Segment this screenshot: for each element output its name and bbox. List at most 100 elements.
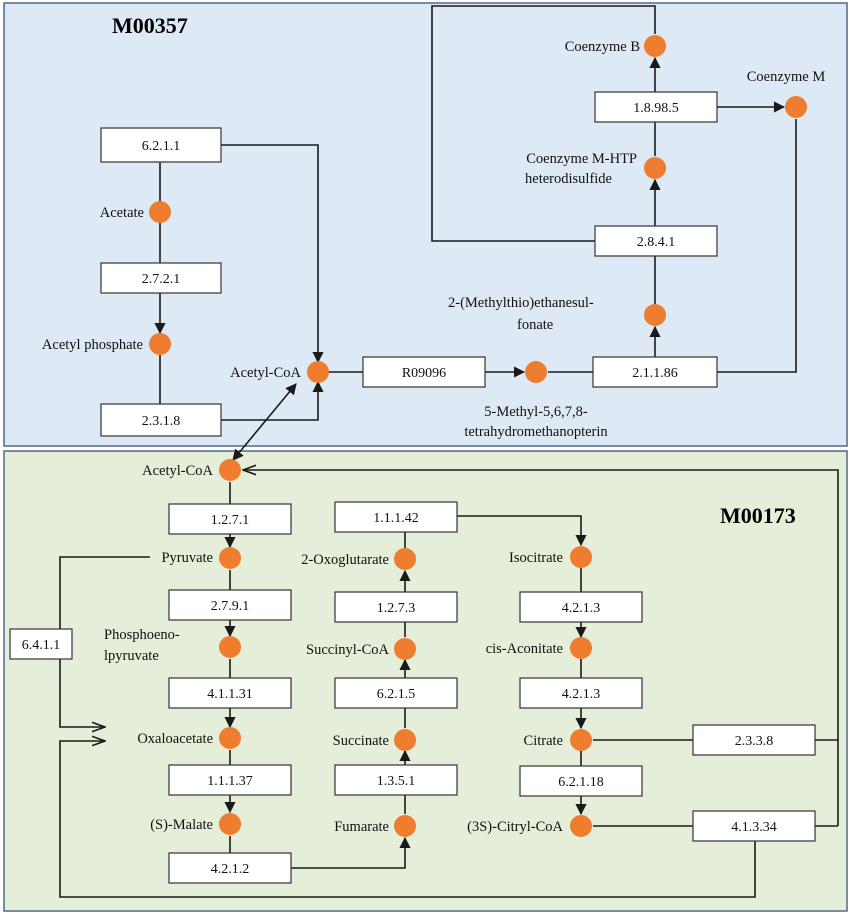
svg-text:1.2.7.3: 1.2.7.3 xyxy=(377,601,416,616)
enzyme-box: 1.2.7.3 xyxy=(334,591,458,623)
svg-text:R09096: R09096 xyxy=(402,366,446,381)
enzyme-box: 6.2.1.1 xyxy=(100,127,222,163)
edge xyxy=(59,741,756,898)
compound-label-coenzyme-b: Coenzyme B xyxy=(565,39,640,55)
compound-label-methyl-thmpt: 5-Methyl-5,6,7,8- xyxy=(484,404,588,420)
module-title-top: M00357 xyxy=(112,13,188,38)
edge xyxy=(243,470,839,826)
svg-text:6.2.1.18: 6.2.1.18 xyxy=(558,775,604,790)
edge xyxy=(431,5,656,242)
svg-text:2.3.1.8: 2.3.1.8 xyxy=(142,414,181,429)
enzyme-box: 6.4.1.1 xyxy=(9,628,73,660)
enzyme-box: 2.3.3.8 xyxy=(692,724,816,756)
compound-label-succinate: Succinate xyxy=(333,733,389,749)
svg-text:6.2.1.5: 6.2.1.5 xyxy=(377,687,416,702)
svg-text:1.2.7.1: 1.2.7.1 xyxy=(211,513,250,528)
enzyme-box: 1.8.98.5 xyxy=(594,91,718,123)
reaction-box: R09096 xyxy=(362,356,486,388)
enzyme-box: 4.1.1.31 xyxy=(168,677,292,709)
compound-node xyxy=(219,459,241,481)
compound-label-pep: Phosphoeno- xyxy=(104,627,180,643)
enzyme-box: 4.2.1.3 xyxy=(519,677,643,709)
enzyme-box: 6.2.1.5 xyxy=(334,677,458,709)
svg-text:1.1.1.37: 1.1.1.37 xyxy=(207,774,253,789)
enzyme-box: 1.1.1.42 xyxy=(334,501,458,533)
enzyme-box: 2.3.1.8 xyxy=(100,403,222,437)
svg-text:4.2.1.2: 4.2.1.2 xyxy=(211,862,250,877)
compound-label-s-malate: (S)-Malate xyxy=(150,817,213,833)
compound-node xyxy=(644,35,666,57)
compound-node xyxy=(570,815,592,837)
module-title-bottom: M00173 xyxy=(720,503,796,528)
compound-label-com-htp-heterodisulfide: heterodisulfide xyxy=(525,171,612,187)
svg-text:2.3.3.8: 2.3.3.8 xyxy=(735,734,774,749)
enzyme-box: 1.1.1.37 xyxy=(168,764,292,796)
compound-label-methylthio-ethanesulfonate: 2-(Methylthio)ethanesul- xyxy=(448,295,594,311)
enzyme-box: 1.2.7.1 xyxy=(168,503,292,535)
compound-label-acetyl-coa: Acetyl-CoA xyxy=(230,365,301,381)
compound-node xyxy=(644,304,666,326)
compound-label-methyl-thmpt: tetrahydromethanopterin xyxy=(464,424,608,440)
compound-label-acetyl-coa: Acetyl-CoA xyxy=(142,463,213,479)
compound-label-fumarate: Fumarate xyxy=(334,819,389,835)
enzyme-box: 4.2.1.2 xyxy=(168,852,292,884)
compound-node xyxy=(149,333,171,355)
compound-node xyxy=(644,157,666,179)
compound-node xyxy=(570,546,592,568)
compound-label-com-htp-heterodisulfide: Coenzyme M-HTP xyxy=(526,151,637,167)
enzyme-box: 2.7.9.1 xyxy=(168,589,292,621)
svg-text:2.7.2.1: 2.7.2.1 xyxy=(142,272,181,287)
compound-label-methylthio-ethanesulfonate: fonate xyxy=(517,317,553,333)
compound-node xyxy=(394,729,416,751)
edge xyxy=(291,836,411,869)
compound-node xyxy=(785,96,807,118)
enzyme-box: 4.1.3.34 xyxy=(692,810,816,842)
compound-node xyxy=(219,813,241,835)
svg-text:4.2.1.3: 4.2.1.3 xyxy=(562,601,601,616)
compound-node xyxy=(394,548,416,570)
svg-text:1.3.5.1: 1.3.5.1 xyxy=(377,774,416,789)
svg-text:4.1.1.31: 4.1.1.31 xyxy=(207,687,253,702)
compound-label-citrate: Citrate xyxy=(524,733,563,749)
compound-node xyxy=(307,361,329,383)
compound-node xyxy=(149,201,171,223)
svg-text:1.8.98.5: 1.8.98.5 xyxy=(633,101,679,116)
compound-label-acetate: Acetate xyxy=(100,205,144,221)
compound-label-coenzyme-m: Coenzyme M xyxy=(747,69,826,85)
compound-label-isocitrate: Isocitrate xyxy=(509,550,563,566)
compound-node xyxy=(219,547,241,569)
compound-node xyxy=(219,727,241,749)
compound-label-2-oxoglutarate: 2-Oxoglutarate xyxy=(301,552,389,568)
compound-node xyxy=(394,638,416,660)
edge xyxy=(717,119,797,373)
svg-text:6.4.1.1: 6.4.1.1 xyxy=(22,638,61,653)
svg-text:1.1.1.42: 1.1.1.42 xyxy=(373,511,419,526)
compound-label-succinyl-coa: Succinyl-CoA xyxy=(306,642,389,658)
compound-label-pep: lpyruvate xyxy=(104,648,159,664)
compound-node xyxy=(219,636,241,658)
svg-text:4.2.1.3: 4.2.1.3 xyxy=(562,687,601,702)
compound-label-acetyl-phosphate: Acetyl phosphate xyxy=(42,337,143,353)
edge xyxy=(221,144,324,364)
compound-node xyxy=(394,815,416,837)
enzyme-box: 2.7.2.1 xyxy=(100,262,222,294)
compound-node xyxy=(570,637,592,659)
svg-text:2.8.4.1: 2.8.4.1 xyxy=(637,235,676,250)
compound-label-oxaloacetate: Oxaloacetate xyxy=(137,731,213,747)
compound-label-cis-aconitate: cis-Aconitate xyxy=(486,641,563,657)
enzyme-box: 2.8.4.1 xyxy=(594,225,718,257)
enzyme-box: 4.2.1.3 xyxy=(519,591,643,623)
module-link-arrow xyxy=(232,383,297,461)
svg-text:2.7.9.1: 2.7.9.1 xyxy=(211,599,250,614)
enzyme-box: 6.2.1.18 xyxy=(519,765,643,797)
compound-label-citryl-coa: (3S)-Citryl-CoA xyxy=(467,819,563,835)
enzyme-box: 2.1.1.86 xyxy=(592,356,718,388)
svg-text:4.1.3.34: 4.1.3.34 xyxy=(731,820,777,835)
compound-label-pyruvate: Pyruvate xyxy=(161,550,213,566)
edge xyxy=(457,515,587,547)
enzyme-box: 1.3.5.1 xyxy=(334,764,458,796)
compound-node xyxy=(570,729,592,751)
compound-node xyxy=(525,361,547,383)
svg-text:6.2.1.1: 6.2.1.1 xyxy=(142,139,181,154)
